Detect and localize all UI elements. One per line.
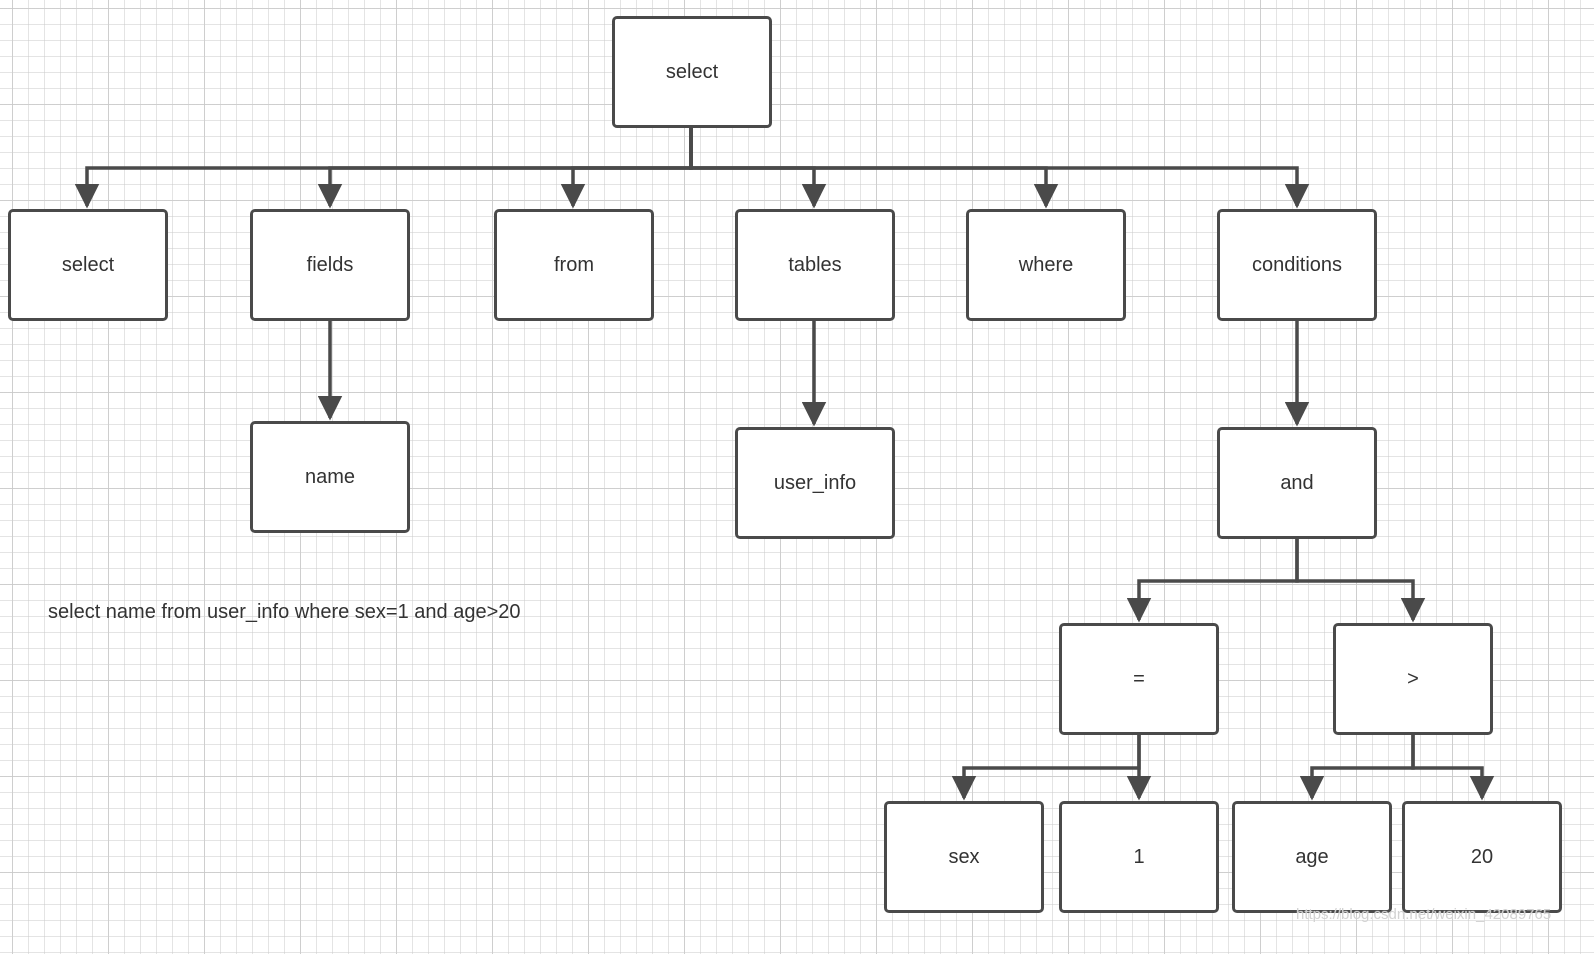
node-age: age [1232, 801, 1392, 913]
node-label: select [61, 253, 115, 276]
node-label: where [1018, 253, 1074, 276]
watermark: https://blog.csdn.net/weixin_42089765 [1296, 906, 1552, 923]
node-tables: tables [735, 209, 895, 321]
node-label: select [665, 60, 719, 83]
node-label: = [1133, 667, 1145, 690]
node-label: age [1295, 845, 1329, 868]
sql-query-text: select name from user_info where sex=1 a… [48, 601, 521, 623]
node-label: user_info [773, 471, 857, 494]
node-label: fields [306, 253, 354, 276]
node-user-info: user_info [735, 427, 895, 539]
node-label: conditions [1251, 253, 1343, 276]
node-label: tables [788, 253, 842, 276]
node-from: from [494, 209, 654, 321]
node-one: 1 [1059, 801, 1219, 913]
node-sex: sex [884, 801, 1044, 913]
node-label: name [304, 465, 356, 488]
node-label: 20 [1470, 845, 1494, 868]
node-and: and [1217, 427, 1377, 539]
node-conditions: conditions [1217, 209, 1377, 321]
node-select: select [8, 209, 168, 321]
edge-and-to-eq [1126, 538, 1299, 623]
edge-root-to-conditions [689, 128, 1310, 209]
edge-and-to-gt [1295, 538, 1426, 623]
node-label: > [1407, 667, 1419, 690]
node-equals: = [1059, 623, 1219, 735]
node-label: from [554, 253, 594, 276]
edge-eq-to-sex [951, 734, 1141, 801]
node-label: sex [948, 845, 980, 868]
node-label: and [1280, 471, 1314, 494]
node-twenty: 20 [1402, 801, 1562, 913]
node-label: 1 [1133, 845, 1145, 868]
node-fields: fields [250, 209, 410, 321]
edge-gt-to-twenty [1411, 734, 1495, 801]
edge-root-to-from [560, 128, 693, 209]
node-greater-than: > [1333, 623, 1493, 735]
node-where: where [966, 209, 1126, 321]
edge-gt-to-age [1299, 734, 1415, 801]
node-root-select: select [612, 16, 772, 128]
node-name: name [250, 421, 410, 533]
